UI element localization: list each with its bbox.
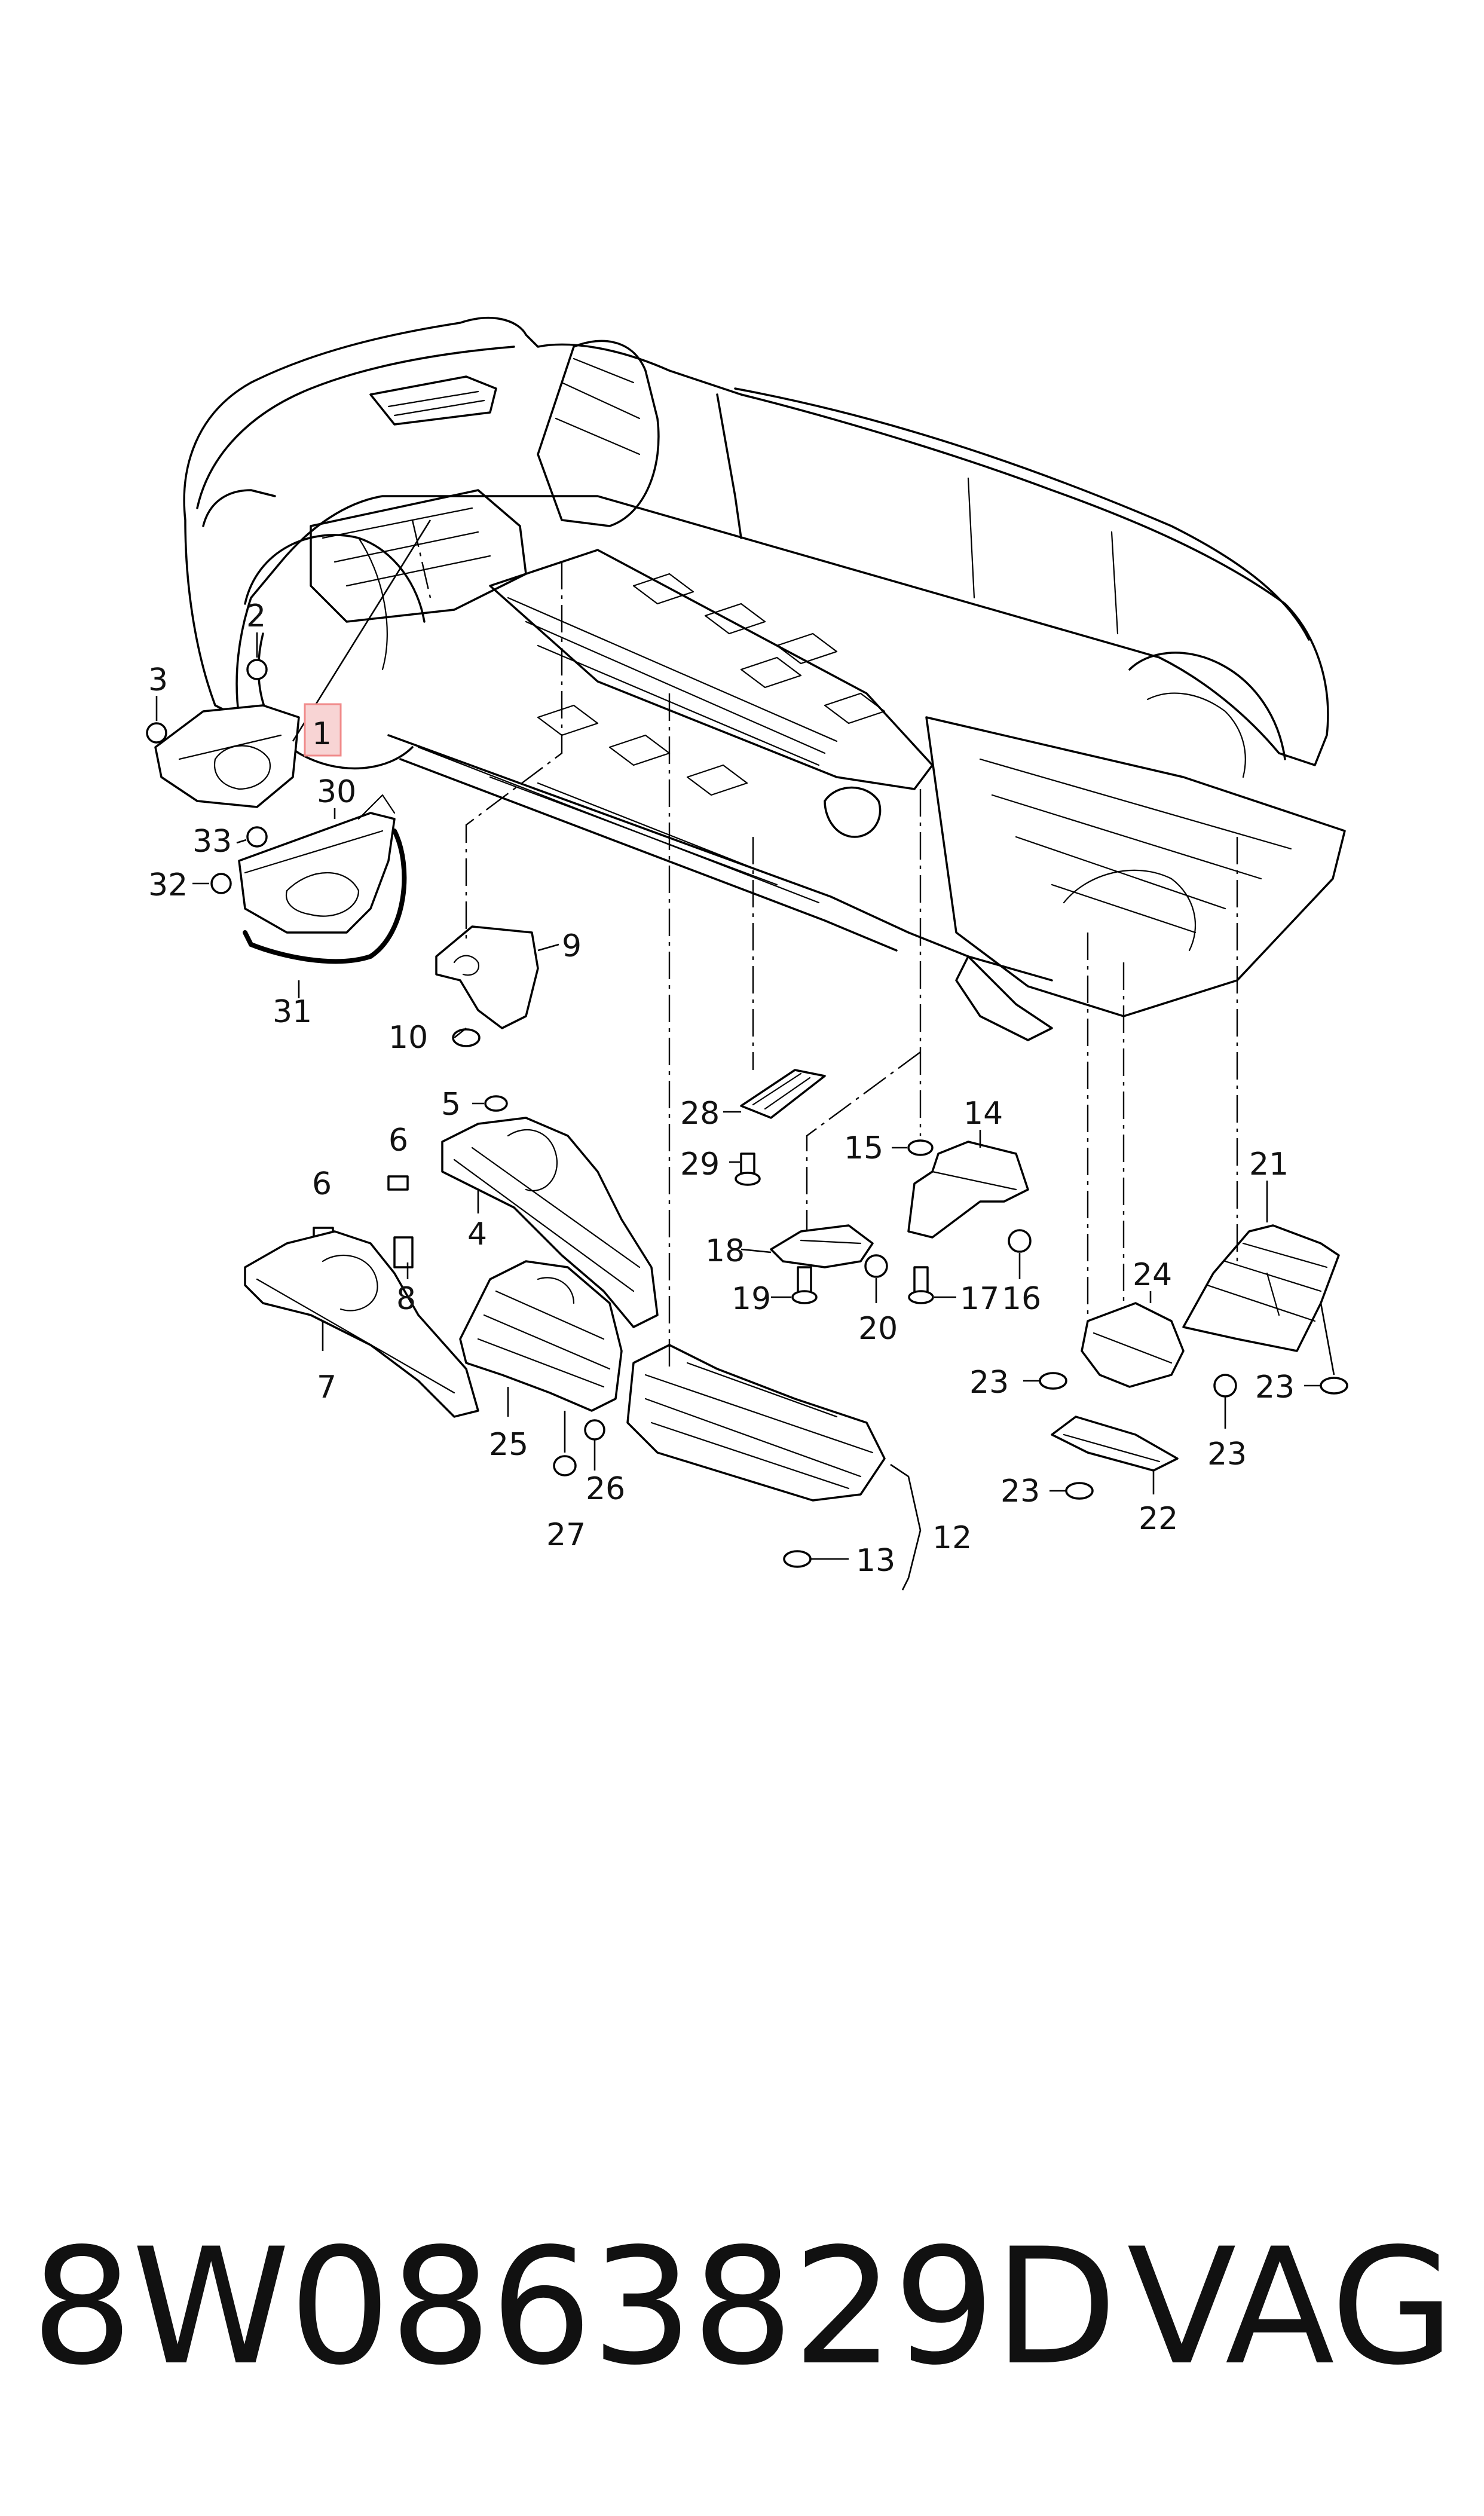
label-part-33: 33	[192, 824, 232, 860]
car-underbody-drawing	[183, 317, 1346, 1041]
label-part-6b: 6	[312, 1166, 332, 1202]
label-part-2: 2	[246, 598, 266, 634]
label-part-8: 8	[396, 1281, 416, 1317]
part-7-drawing	[244, 1230, 479, 1418]
label-part-23c: 23	[1207, 1436, 1247, 1472]
part-9-drawing	[435, 925, 559, 1039]
part-14-drawing	[892, 1130, 1029, 1298]
part-21-drawing	[1182, 1181, 1340, 1375]
label-part-16: 16	[1002, 1281, 1041, 1317]
label-part-15: 15	[844, 1130, 883, 1166]
label-part-3: 3	[148, 662, 168, 698]
label-part-4: 4	[467, 1216, 487, 1252]
label-part-26: 26	[586, 1471, 625, 1507]
label-part-12: 12	[932, 1520, 972, 1556]
label-part-13: 13	[856, 1543, 895, 1579]
label-part-6a: 6	[388, 1123, 408, 1158]
part-labels: 1 2 3 4 5 6 6 7 8 9 10 12 13 14 15 16 17…	[148, 598, 1295, 1579]
label-part-23d: 23	[1000, 1473, 1040, 1509]
label-part-7: 7	[317, 1369, 336, 1405]
label-part-24: 24	[1133, 1257, 1172, 1293]
part-28-drawing	[723, 1069, 826, 1163]
part-18-drawing	[741, 1224, 877, 1303]
label-part-14: 14	[963, 1096, 1003, 1132]
part-4-drawing	[441, 1102, 659, 1328]
shield-leaders	[192, 808, 409, 1279]
part-1-highlight-box	[304, 703, 342, 757]
label-part-21: 21	[1249, 1147, 1289, 1182]
footer: 8W0863829D VAG	[31, 2212, 1455, 2403]
part-30-shield-drawing	[238, 794, 407, 964]
part-12-drawing	[626, 1344, 922, 1591]
label-part-1: 1	[312, 716, 332, 752]
assembly-lines	[411, 519, 1238, 1369]
label-part-18: 18	[705, 1233, 745, 1269]
label-part-17: 17	[960, 1281, 999, 1317]
label-part-19: 19	[732, 1281, 771, 1317]
label-part-23a: 23	[969, 1365, 1009, 1401]
part-25-drawing	[459, 1260, 623, 1471]
part-24-drawing	[1023, 1291, 1321, 1429]
label-part-9: 9	[562, 928, 582, 964]
label-part-29: 29	[680, 1147, 720, 1182]
label-part-30: 30	[317, 774, 356, 810]
label-part-31: 31	[273, 994, 312, 1030]
label-part-5: 5	[441, 1087, 461, 1123]
label-part-10: 10	[388, 1020, 428, 1056]
label-part-22: 22	[1139, 1501, 1178, 1537]
part-number: 8W0863829D	[31, 2214, 1117, 2401]
label-part-20: 20	[858, 1311, 898, 1347]
part-22-drawing	[1049, 1416, 1179, 1494]
part-1-drawing	[154, 519, 432, 808]
label-part-25: 25	[489, 1427, 528, 1463]
brand-name: VAG	[1127, 2214, 1455, 2401]
label-part-23b: 23	[1255, 1369, 1295, 1405]
label-part-32: 32	[148, 867, 188, 903]
label-part-27: 27	[546, 1517, 586, 1553]
label-part-28: 28	[680, 1096, 720, 1132]
